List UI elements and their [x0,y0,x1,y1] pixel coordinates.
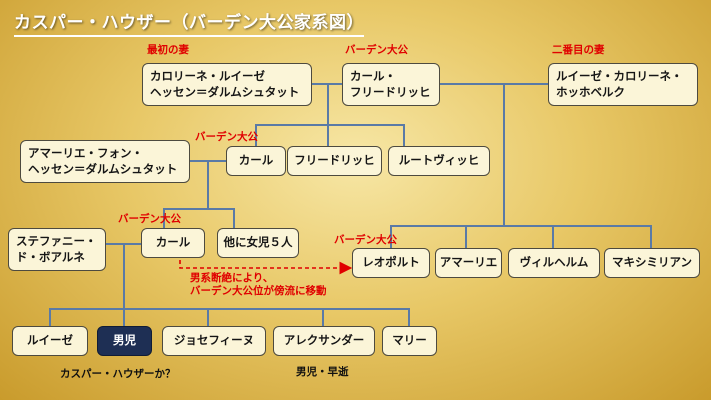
person-boy: 男児 [97,326,152,356]
label-first-wife: 最初の妻 [147,44,189,56]
page-title: カスパー・ハウザー（バーデン大公家系図） [14,8,364,37]
succession-arrow [179,260,353,275]
person-karl: カール [141,228,205,258]
person-maximilian: マキシミリアン [604,248,700,278]
extinction-note-line1: 男系断絶により、 [190,272,274,284]
caroline-hessen-line1: カロリーネ・ルイーゼ [150,68,265,83]
person-leopold: レオポルト [352,248,430,278]
person-alexander: アレクサンダー [273,326,375,356]
karl-friedrich-line2: フリードリッヒ [350,84,431,99]
label-grand-duke-karl-ludwig: バーデン大公 [195,131,258,143]
label-second-wife: 二番目の妻 [552,44,605,56]
person-amalie-hessen: アマーリエ・フォン・ ヘッセン＝ダルムシュタット [20,140,190,183]
person-karl-friedrich: カール・ フリードリッヒ [342,63,440,106]
kaspar-question-note: カスパー・ハウザーか？ [60,368,176,380]
extinction-note-line2: バーデン大公位が傍流に移動 [190,285,327,298]
person-wilhelm: ヴィルヘルム [508,248,600,278]
extinction-note: 男系断絶により、 バーデン大公位が傍流に移動 [190,272,327,298]
person-luise: ルイーゼ [12,326,88,356]
person-other-daughters: 他に女児５人 [217,228,299,258]
person-ludwig: ルートヴィッヒ [388,146,490,176]
amalie-hessen-line1: アマーリエ・フォン・ [28,145,143,160]
amalie-hessen-line2: ヘッセン＝ダルムシュタット [28,161,178,176]
person-karl-ludwig: カール [226,146,286,176]
died-young-note: 男児・早逝 [296,366,349,378]
person-friedrich: フリードリッヒ [287,146,382,176]
luise-hochberg-line2: ホッホベルク [556,84,625,99]
person-amalie: アマーリエ [435,248,502,278]
person-caroline-hessen: カロリーネ・ルイーゼ ヘッセン＝ダルムシュタット [142,63,312,106]
label-grand-duke-karl: バーデン大公 [118,213,181,225]
person-marie: マリー [382,326,437,356]
luise-hochberg-line1: ルイーゼ・カロリーネ・ [556,68,683,83]
karl-friedrich-line1: カール・ [350,68,396,83]
person-josephine: ジョセフィーヌ [162,326,266,356]
person-luise-hochberg: ルイーゼ・カロリーネ・ ホッホベルク [548,63,698,106]
person-stephanie: ステファニー・ ド・ボアルネ [8,228,106,271]
label-grand-duke-karl-friedrich: バーデン大公 [345,44,408,56]
caroline-hessen-line2: ヘッセン＝ダルムシュタット [150,84,300,99]
label-grand-duke-leopold: バーデン大公 [334,234,397,246]
stephanie-line1: ステファニー・ [16,233,97,248]
stephanie-line2: ド・ボアルネ [16,249,85,264]
